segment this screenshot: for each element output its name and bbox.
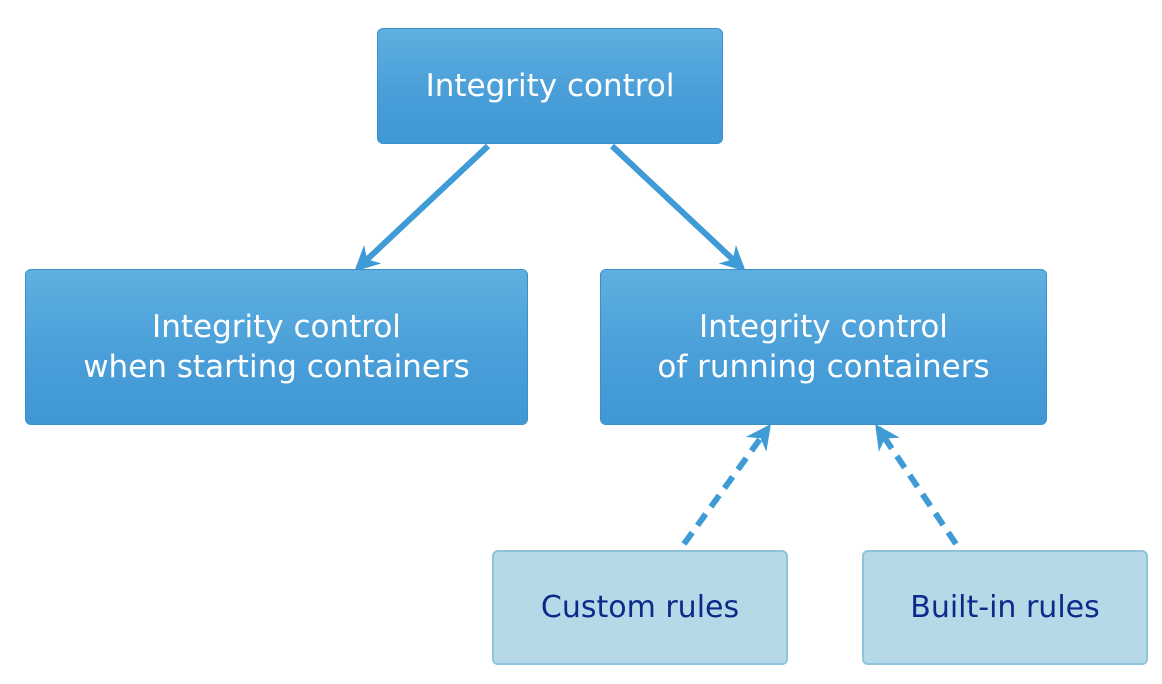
- node-custom-rules-label: Custom rules: [540, 590, 740, 625]
- edge-builtin-to-right: [875, 423, 959, 546]
- node-starting-containers-line-2: when starting containers: [83, 349, 470, 385]
- edge-root-to-right: [609, 143, 746, 272]
- node-builtin-rules-label: Built-in rules: [910, 590, 1100, 625]
- node-running-containers-line-2: of running containers: [657, 349, 990, 385]
- edge-root-to-left: [354, 143, 491, 272]
- node-running-containers: Integrity control of running containers: [600, 269, 1047, 425]
- node-running-containers-line-1: Integrity control: [699, 308, 948, 345]
- node-root: Integrity control: [377, 28, 723, 144]
- edge-custom-to-right: [681, 423, 771, 546]
- node-custom-rules: Custom rules: [492, 550, 788, 665]
- node-starting-containers: Integrity control when starting containe…: [25, 269, 528, 425]
- node-root-label: Integrity control: [425, 67, 675, 104]
- node-starting-containers-line-1: Integrity control: [152, 308, 401, 345]
- node-builtin-rules: Built-in rules: [862, 550, 1148, 665]
